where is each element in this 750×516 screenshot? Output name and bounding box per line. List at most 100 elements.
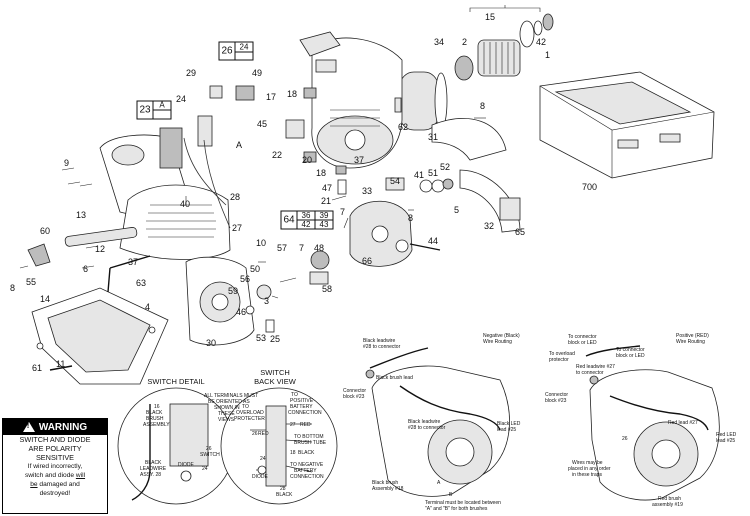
callout-41: 41: [414, 170, 424, 180]
pos-to-connector1-2: block or LED: [568, 340, 597, 346]
case-latch-right: [659, 133, 681, 143]
pos-red-brush-2: assembly #19: [652, 502, 683, 508]
callout-57: 57: [277, 243, 287, 253]
sd-note-3: SHOWN IN: [214, 405, 240, 411]
sd-note-4: THESE: [218, 411, 235, 417]
pos-title-2: Wire Routing: [676, 339, 705, 345]
gearbox-58: [309, 271, 329, 285]
callout-13: 13: [76, 210, 86, 220]
callout-18b: 18: [316, 168, 326, 178]
callout-58: 58: [322, 284, 332, 294]
sd-to-overload-1: TO: [242, 404, 249, 410]
sd-to-positive-3: BATTERY: [290, 404, 313, 410]
callout-42: 42: [536, 37, 546, 47]
warning-line-6a: be: [30, 481, 38, 488]
brush-20: [303, 151, 317, 163]
sd-n24b: 24: [260, 456, 266, 462]
callout-49: 49: [252, 68, 262, 78]
armature-windings: [483, 42, 515, 74]
sd-black-lead-1: BLACK: [145, 460, 162, 466]
pos-wires-note-3: in these traps: [572, 472, 603, 478]
callout-59: 59: [228, 286, 238, 296]
sd-to-overload-3: PROTECTER: [234, 416, 265, 422]
diode-detail: [180, 470, 192, 482]
callout-44: 44: [428, 236, 438, 246]
blade-guard-37: [119, 184, 231, 260]
callout-61: 61: [32, 363, 42, 373]
callout-40: 40: [180, 199, 190, 209]
pos-connector-2: block #23: [545, 398, 567, 404]
kit-label-26: 26: [221, 46, 233, 57]
screw-21: [331, 195, 347, 201]
callout-30: 30: [206, 338, 216, 348]
housing-ribs: [330, 109, 380, 127]
neg-title-2: Wire Routing: [483, 339, 512, 345]
neg-lead-28: [369, 347, 429, 369]
warning-line-7: destroyed!: [39, 490, 71, 497]
callout-55: 55: [26, 277, 36, 287]
brush-18: [303, 87, 317, 99]
callout-60: 60: [40, 226, 50, 236]
brush-18b: [335, 165, 347, 175]
callout-63: 63: [136, 278, 146, 288]
sd-to-bottom-2: BRUSH TUBE: [294, 440, 327, 446]
sd-n26b: 26: [252, 431, 258, 437]
pos-red-led-2: lead #25: [716, 438, 735, 444]
pos-wires-note-2: placed in any order: [568, 466, 611, 472]
gear-15: [519, 20, 535, 48]
sd-black-lead-3: ASSY. 28: [140, 472, 161, 478]
switch-22: [285, 119, 305, 139]
switch-back-view-title-2: BACK VIEW: [254, 377, 297, 386]
switch-49: [235, 85, 255, 101]
callout-11: 11: [56, 359, 65, 369]
callout-31: 31: [428, 132, 438, 142]
leadwire-27: [203, 139, 231, 229]
warning-line-3: SENSITIVE: [35, 453, 75, 462]
neg-connector-2: block #23: [343, 394, 365, 400]
callout-3: 3: [264, 296, 269, 306]
pos-to-connector2-2: block or LED: [616, 353, 645, 359]
neg-black-lead2-2: #28 to connector: [408, 425, 446, 431]
neg-black-brush-asm-2: Assembly #18: [372, 486, 404, 492]
washer-41: [419, 179, 433, 193]
pos-to-overload-1: To overload: [549, 351, 575, 357]
callout-7: 7: [340, 207, 345, 217]
washer-51: [431, 179, 445, 193]
negative-routing-diagram: Negative (Black) Wire Routing Black lead…: [343, 333, 521, 512]
kit-label-A: A: [159, 101, 165, 110]
sd-black-2: BLACK: [276, 492, 293, 498]
sd-black-brush-3: ASSEMBLY: [143, 422, 170, 428]
callout-27: 27: [232, 223, 242, 233]
blade-flange-33: [349, 200, 413, 267]
sd-to-negative-2: BATTERY: [294, 468, 317, 474]
case-latch-left: [617, 139, 639, 149]
diode-back: [257, 465, 267, 475]
callout-50: 50: [250, 264, 260, 274]
callout-66: 66: [362, 256, 372, 266]
callout-28: 28: [230, 192, 240, 202]
sd-to-overload-2: OVERLOAD: [236, 410, 264, 416]
pos-to-overload-2: protector: [549, 357, 569, 363]
callout-37-guard: 37: [128, 257, 138, 267]
pos-red-leadwire-1: Red leadwire #27: [576, 364, 615, 370]
sd-to-positive-2: POSITIVE: [290, 398, 314, 404]
warning-line-5b: will: [75, 472, 86, 479]
neg-connector-block: [365, 369, 375, 379]
switch-detail-title: SWITCH DETAIL: [147, 377, 204, 386]
callout-46: 46: [236, 307, 246, 317]
washer-42: [533, 20, 543, 36]
callout-7b: 7: [299, 243, 304, 253]
callout-52: 52: [440, 162, 450, 172]
switch-detail: SWITCH DETAIL SWITCH BACK VIEW 16 BLACK …: [117, 368, 338, 505]
clip-62: [394, 97, 402, 113]
callout-48: 48: [314, 243, 324, 253]
warning-line-5a: switch and diode: [24, 472, 76, 479]
neg-title-1: Negative (Black): [483, 333, 520, 339]
callout-14: 14: [40, 294, 50, 304]
callout-2: 2: [462, 37, 467, 47]
callout-53: 53: [256, 333, 266, 343]
sd-note-1: ALL TERMINALS MUST: [204, 393, 258, 399]
callout-17: 17: [266, 92, 276, 102]
callout-9: 9: [64, 158, 69, 168]
pos-n26: 26: [622, 436, 628, 442]
